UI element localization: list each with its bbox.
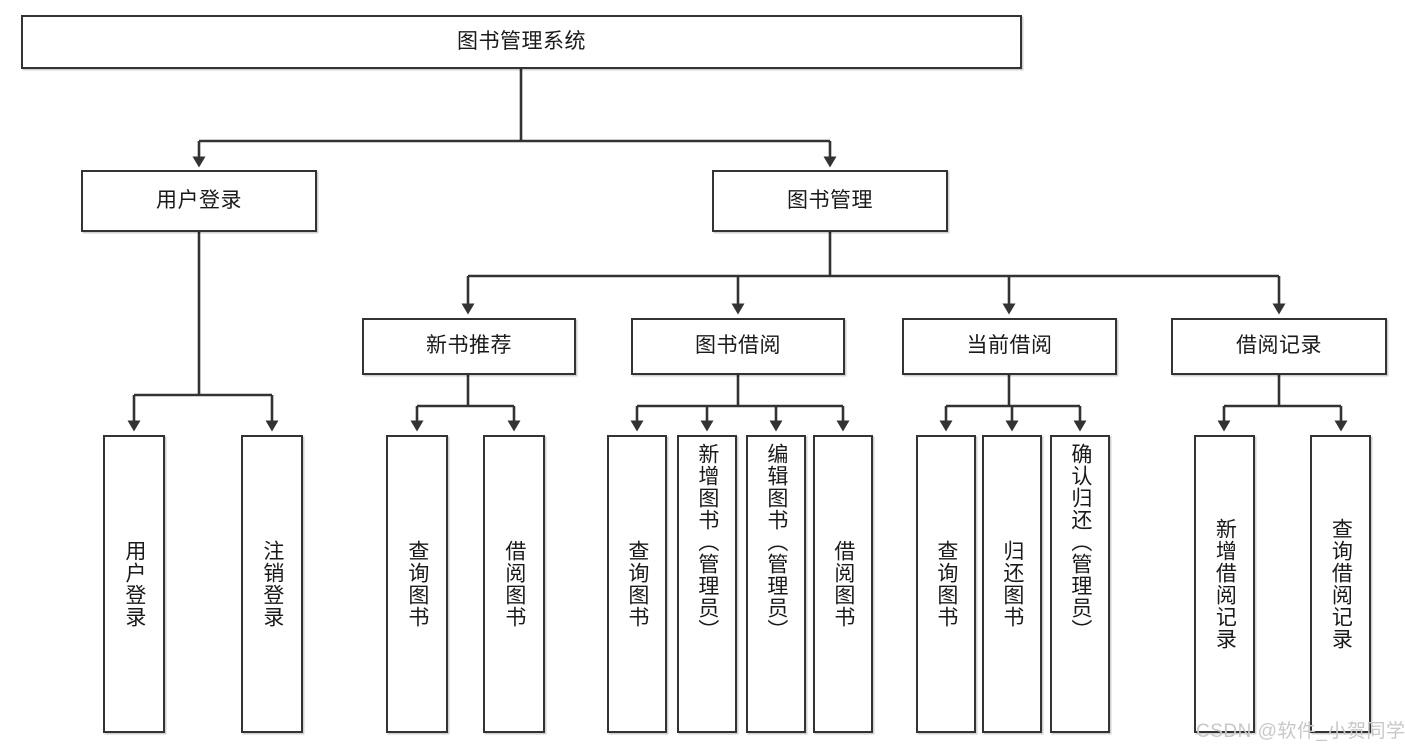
node-leaf-query-book-2[interactable]: 查询图书 bbox=[607, 435, 667, 733]
node-current-borrow[interactable]: 当前借阅 bbox=[902, 318, 1117, 375]
node-label: 归还图书 bbox=[1000, 540, 1024, 628]
node-leaf-query-book-1[interactable]: 查询图书 bbox=[386, 435, 448, 733]
node-label: 借阅图书 bbox=[502, 540, 526, 628]
node-leaf-query-borrow-record[interactable]: 查询借阅记录 bbox=[1310, 435, 1371, 733]
node-user-login[interactable]: 用户登录 bbox=[81, 170, 317, 232]
node-leaf-logout[interactable]: 注销登录 bbox=[241, 435, 303, 733]
node-label: 新书推荐 bbox=[426, 334, 512, 358]
node-label: 当前借阅 bbox=[966, 334, 1053, 358]
node-label: 查询图书 bbox=[934, 540, 958, 628]
node-label: 确认归还（管理员） bbox=[1068, 443, 1092, 641]
node-leaf-return-book[interactable]: 归还图书 bbox=[982, 435, 1042, 733]
node-leaf-add-borrow-record[interactable]: 新增借阅记录 bbox=[1194, 435, 1255, 733]
node-leaf-add-book-admin[interactable]: 新增图书（管理员） bbox=[677, 435, 737, 733]
node-label: 图书管理系统 bbox=[457, 29, 586, 53]
watermark-text: CSDN @软件_小贺同学 bbox=[1196, 721, 1405, 742]
node-label: 查询借阅记录 bbox=[1329, 518, 1353, 650]
node-label: 借阅图书 bbox=[831, 540, 855, 628]
node-borrow-record[interactable]: 借阅记录 bbox=[1171, 318, 1387, 375]
node-label: 用户登录 bbox=[156, 188, 242, 212]
node-leaf-user-login[interactable]: 用户登录 bbox=[103, 435, 165, 733]
node-label: 注销登录 bbox=[260, 540, 284, 628]
node-label: 图书管理 bbox=[787, 188, 873, 212]
node-label: 查询图书 bbox=[405, 540, 429, 628]
node-new-book-recommend[interactable]: 新书推荐 bbox=[362, 318, 576, 375]
node-label: 新增借阅记录 bbox=[1213, 518, 1237, 650]
node-root-system[interactable]: 图书管理系统 bbox=[21, 15, 1022, 69]
node-leaf-confirm-return-admin[interactable]: 确认归还（管理员） bbox=[1050, 435, 1110, 733]
node-label: 编辑图书（管理员） bbox=[764, 443, 788, 641]
node-leaf-borrow-book-2[interactable]: 借阅图书 bbox=[813, 435, 873, 733]
node-label: 查询图书 bbox=[625, 540, 649, 628]
node-leaf-borrow-book-1[interactable]: 借阅图书 bbox=[483, 435, 545, 733]
node-label: 用户登录 bbox=[122, 540, 146, 628]
node-label: 新增图书（管理员） bbox=[695, 443, 719, 641]
node-label: 借阅记录 bbox=[1236, 334, 1322, 358]
node-leaf-query-book-3[interactable]: 查询图书 bbox=[916, 435, 976, 733]
node-book-management[interactable]: 图书管理 bbox=[712, 170, 948, 232]
node-label: 图书借阅 bbox=[695, 334, 781, 358]
node-book-borrow[interactable]: 图书借阅 bbox=[631, 318, 845, 375]
node-leaf-edit-book-admin[interactable]: 编辑图书（管理员） bbox=[746, 435, 806, 733]
